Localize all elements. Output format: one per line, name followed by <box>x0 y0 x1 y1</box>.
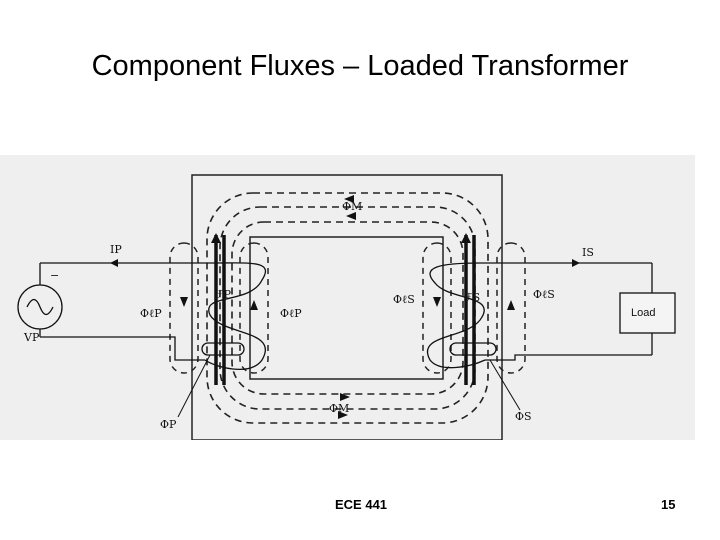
mutual-flux-arrows <box>338 195 356 419</box>
diagram-canvas: Load ΦM ΦM IP IS ΦℓP ΦℓP ΦℓS ΦℓS ℱP ℱS Φ… <box>17 174 676 440</box>
secondary-leakage-flux <box>422 242 526 374</box>
phi-s-label: ΦS <box>515 410 532 423</box>
load-box <box>619 263 676 355</box>
voltage-source <box>17 263 63 337</box>
is-label: IS <box>582 246 594 259</box>
core-window <box>249 236 444 380</box>
phi-lp-inner-label: ΦℓP <box>280 307 302 320</box>
phi-ls-right-label: ΦℓS <box>533 288 555 301</box>
transformer-flux-diagram: Load ΦM ΦM IP IS ΦℓP ΦℓP ΦℓS ΦℓS ℱP ℱS Φ… <box>0 155 695 440</box>
secondary-coil <box>426 262 652 369</box>
phi-m-top-label: ΦM <box>342 200 362 213</box>
load-label: Load <box>631 307 655 319</box>
secondary-winding-bars <box>464 235 476 385</box>
primary-winding-bars <box>214 235 226 385</box>
phi-m-bottom-label: ΦM <box>329 402 349 415</box>
fp-label: ℱP <box>215 288 232 301</box>
slide-title: Component Fluxes – Loaded Transformer <box>91 50 629 82</box>
primary-leakage-flux <box>169 242 269 374</box>
vp-label: VP <box>23 331 40 344</box>
primary-coil <box>40 262 267 370</box>
ip-label: IP <box>110 243 122 256</box>
mutual-flux-paths <box>206 192 489 424</box>
footer-course: ECE 441 <box>335 497 388 512</box>
fs-label: ℱS <box>464 291 480 304</box>
page-number: 15 <box>661 497 676 512</box>
minus-sign: − <box>50 269 59 282</box>
core-outer <box>191 174 503 440</box>
phi-p-label: ΦP <box>160 418 177 431</box>
phi-lp-left-label: ΦℓP <box>140 307 162 320</box>
leakage-flux-arrows <box>180 297 515 310</box>
phi-ls-inner-label: ΦℓS <box>393 293 415 306</box>
